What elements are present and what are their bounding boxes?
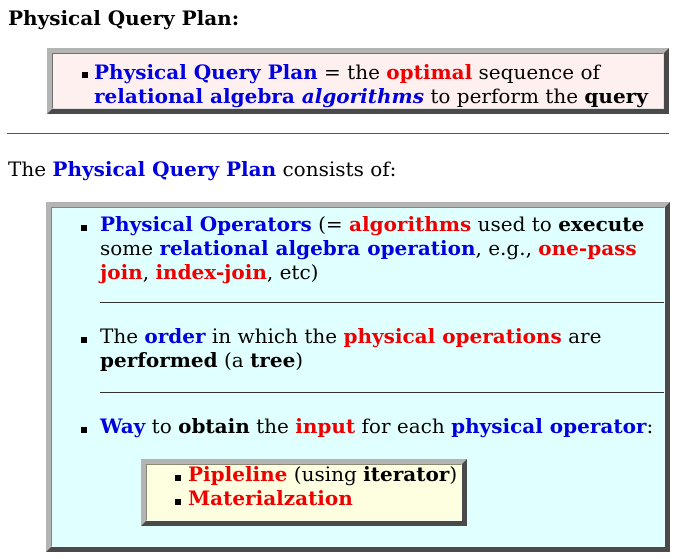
text-run: (using bbox=[287, 462, 364, 486]
item-line: Physical Operators (= algorithms used to… bbox=[100, 212, 644, 236]
text-run: sequence of bbox=[472, 60, 600, 84]
text-run: in which the bbox=[205, 324, 344, 348]
consists-of-text: The Physical Query Plan consists of: bbox=[8, 157, 396, 181]
text-run: (a bbox=[217, 348, 251, 372]
text-run: tree bbox=[250, 348, 296, 372]
text-run: obtain bbox=[178, 414, 250, 438]
definition-box: Physical Query Plan = the optimal sequen… bbox=[47, 48, 669, 114]
text-run: = the bbox=[317, 60, 387, 84]
text-run: the bbox=[249, 414, 296, 438]
text-run: are bbox=[561, 324, 602, 348]
item-line: Way to obtain the input for each physica… bbox=[100, 414, 653, 438]
text-run: iterator bbox=[363, 462, 450, 486]
input-method-item: Pipleline (using iterator) bbox=[188, 462, 457, 486]
text-run: execute bbox=[558, 212, 645, 236]
text-run: Physical Operators bbox=[100, 212, 312, 236]
item-divider bbox=[100, 302, 664, 303]
list-item-physical-operators: Physical Operators (= algorithms used to… bbox=[100, 212, 644, 284]
text-run: input bbox=[295, 414, 356, 438]
item-line: The order in which the physical operatio… bbox=[100, 324, 601, 348]
text-run: performed bbox=[100, 348, 218, 372]
components-box: Physical Operators (= algorithms used to… bbox=[46, 202, 670, 552]
bullet-icon bbox=[82, 72, 88, 78]
input-methods-box: Pipleline (using iterator) Materialzatio… bbox=[141, 459, 467, 526]
text-run: Physical Query Plan bbox=[94, 60, 318, 84]
horizontal-rule bbox=[7, 133, 669, 134]
text-run: consists of: bbox=[276, 157, 397, 181]
text-run: for each bbox=[355, 414, 452, 438]
text-run: ) bbox=[295, 348, 304, 372]
text-run: , etc) bbox=[266, 260, 319, 284]
bullet-icon bbox=[81, 225, 87, 231]
text-run: relational algebra bbox=[94, 84, 302, 108]
item-divider bbox=[100, 392, 664, 393]
text-run: used to bbox=[471, 212, 559, 236]
bullet-icon bbox=[81, 337, 87, 343]
page-heading: Physical Query Plan: bbox=[8, 6, 240, 30]
text-run: index-join bbox=[155, 260, 267, 284]
item-line: performed (a tree) bbox=[100, 348, 601, 372]
text-run: to bbox=[145, 414, 179, 438]
text-run: relational algebra operation bbox=[159, 236, 476, 260]
text-run: optimal bbox=[386, 60, 473, 84]
text-run: Way bbox=[100, 414, 146, 438]
list-item-input-method: Way to obtain the input for each physica… bbox=[100, 414, 653, 438]
text-run: ) bbox=[449, 462, 458, 486]
text-run: algorithms bbox=[349, 212, 472, 236]
text-run: join bbox=[100, 260, 143, 284]
text-run: physical operator bbox=[451, 414, 647, 438]
bullet-icon bbox=[81, 427, 87, 433]
text-run: The bbox=[8, 157, 53, 181]
text-run: physical operations bbox=[343, 324, 562, 348]
text-run: to perform the bbox=[423, 84, 585, 108]
text-run: The bbox=[100, 324, 145, 348]
text-run: Materialzation bbox=[188, 486, 353, 510]
text-run: , e.g., bbox=[475, 236, 539, 260]
text-run: query bbox=[584, 84, 648, 108]
input-method-item: Materialzation bbox=[188, 486, 353, 510]
item-line: join, index-join, etc) bbox=[100, 260, 644, 284]
text-run: , bbox=[142, 260, 156, 284]
definition-line: Physical Query Plan = the optimal sequen… bbox=[94, 60, 648, 84]
definition-text: Physical Query Plan = the optimal sequen… bbox=[94, 60, 648, 108]
item-line: some relational algebra operation, e.g.,… bbox=[100, 236, 644, 260]
list-item-order: The order in which the physical operatio… bbox=[100, 324, 601, 372]
text-run: some bbox=[100, 236, 160, 260]
text-run: Pipleline bbox=[188, 462, 288, 486]
text-run: : bbox=[646, 414, 654, 438]
definition-line: relational algebra algorithms to perform… bbox=[94, 84, 648, 108]
text-run: one-pass bbox=[538, 236, 637, 260]
text-run: algorithms bbox=[301, 84, 424, 108]
bullet-icon bbox=[175, 475, 181, 481]
text-run: Physical Query Plan bbox=[52, 157, 277, 181]
text-run: (= bbox=[311, 212, 350, 236]
text-run: order bbox=[144, 324, 206, 348]
bullet-icon bbox=[175, 499, 181, 505]
